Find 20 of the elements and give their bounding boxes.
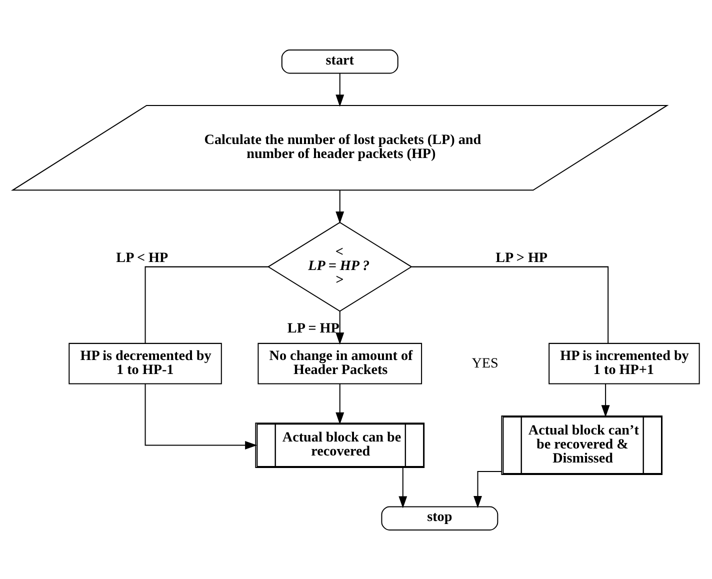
arrow — [144, 383, 258, 450]
node-box: HP is incremented by 1 to HP+1 — [548, 342, 700, 384]
arrow — [601, 383, 610, 417]
edge-label: LP > HP — [496, 249, 548, 266]
arrow — [336, 72, 344, 106]
arrow — [336, 190, 344, 224]
arrow — [336, 383, 344, 424]
edge-label: LP = HP — [287, 320, 340, 336]
arrow — [336, 310, 344, 344]
node-box: start — [281, 49, 398, 74]
node-box: HP is decremented by 1 to HP-1 — [68, 342, 222, 384]
node-box: No change in amount of Header Packets — [258, 342, 422, 384]
connector — [144, 266, 268, 343]
edge-label: LP < HP — [116, 249, 168, 266]
arrow — [474, 470, 502, 508]
node-box: stop — [381, 506, 498, 530]
node-diamond: < LP = HP ? > — [267, 221, 412, 312]
connector — [412, 266, 609, 343]
label: YES — [472, 354, 498, 371]
arrow — [398, 467, 408, 508]
